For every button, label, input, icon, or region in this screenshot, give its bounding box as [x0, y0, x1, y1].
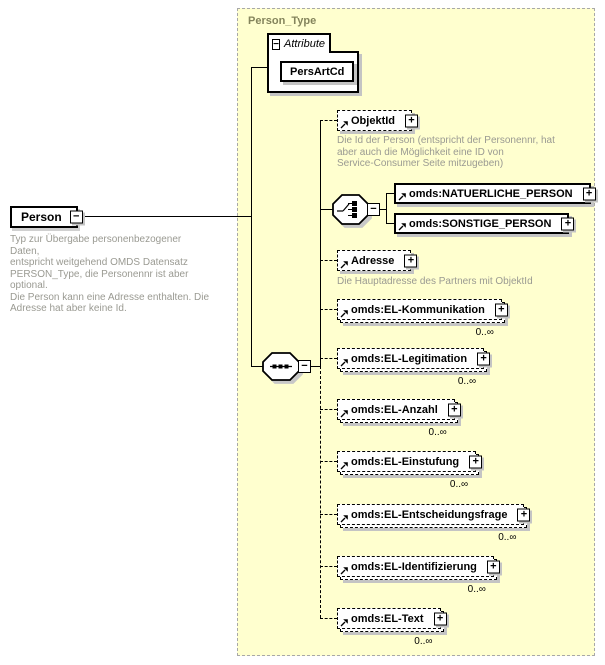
element-reference-icon	[340, 121, 348, 129]
element-objektid-label: ObjektId	[351, 114, 396, 127]
element-reference-icon	[340, 359, 348, 367]
attribute-group-label: Attribute	[284, 38, 325, 50]
connector-stub-text	[320, 618, 337, 619]
collapse-icon[interactable]: −	[367, 203, 380, 216]
element-el-entscheidungsfrage-label: omds:EL-Entscheidungsfrage	[351, 508, 508, 521]
objektid-annotation: Die Id der Person (entspricht der Person…	[337, 135, 555, 169]
element-el-identifizierung-label: omds:EL-Identifizierung	[351, 560, 477, 573]
element-el-text-label: omds:EL-Text	[351, 612, 424, 625]
collapse-icon[interactable]: −	[272, 38, 281, 50]
complextype-title: Person_Type	[248, 15, 317, 27]
element-reference-icon	[398, 193, 406, 201]
element-reference-icon	[340, 567, 348, 575]
connector-line	[251, 366, 264, 367]
expand-icon[interactable]: +	[447, 403, 461, 416]
occurrence-label: 0..∞	[475, 327, 494, 338]
element-person[interactable]: Person −	[10, 206, 83, 228]
connector-line	[251, 67, 267, 68]
element-adresse[interactable]: Adresse +	[337, 250, 418, 271]
connector-line	[386, 223, 394, 224]
expand-icon[interactable]: +	[582, 187, 596, 200]
element-sonstige-person-label: omds:SONSTIGE_PERSON	[409, 217, 552, 230]
element-reference-icon	[398, 223, 406, 231]
expand-icon[interactable]: +	[404, 254, 418, 267]
person-annotation: Typ zur Übergabe personenbezogener Daten…	[10, 234, 210, 314]
connector-stub-adresse	[320, 260, 337, 261]
element-natuerliche-person[interactable]: omds:NATUERLICHE_PERSON +	[394, 183, 596, 204]
element-objektid[interactable]: ObjektId +	[337, 110, 419, 131]
element-person-label: Person	[21, 210, 62, 224]
occurrence-label: 0..∞	[498, 532, 517, 543]
connector-line	[251, 67, 252, 366]
connector-stub-choice	[320, 209, 333, 210]
element-el-einstufung[interactable]: omds:EL-Einstufung + 0..∞	[337, 451, 483, 490]
element-reference-icon	[340, 619, 348, 627]
connector-stub-einstufung	[320, 461, 337, 462]
occurrence-label: 0..∞	[467, 584, 486, 595]
connector-stub-identifizierung	[320, 566, 337, 567]
element-el-kommunikation-label: omds:EL-Kommunikation	[351, 303, 485, 316]
expand-icon[interactable]: +	[469, 455, 483, 468]
expand-icon[interactable]: +	[433, 612, 447, 625]
attribute-persartcd[interactable]: PersArtCd	[280, 61, 355, 82]
expand-icon[interactable]: +	[517, 508, 531, 521]
element-el-text[interactable]: omds:EL-Text + 0..∞	[337, 608, 447, 647]
collapse-icon[interactable]: −	[69, 210, 83, 224]
connector-stub-anzahl	[320, 409, 337, 410]
expand-icon[interactable]: +	[486, 560, 500, 573]
expand-icon[interactable]: +	[405, 114, 419, 127]
element-el-entscheidungsfrage[interactable]: omds:EL-Entscheidungsfrage + 0..∞	[337, 504, 531, 543]
expand-icon[interactable]: +	[494, 303, 508, 316]
element-el-einstufung-label: omds:EL-Einstufung	[351, 455, 460, 468]
choice-connector-icon[interactable]	[332, 194, 369, 225]
collapse-icon[interactable]: −	[298, 360, 311, 373]
connector-stub-objektid	[320, 120, 337, 121]
element-reference-icon	[340, 515, 348, 523]
attribute-group-body: PersArtCd	[267, 51, 359, 93]
connector-line	[379, 209, 387, 210]
element-adresse-label: Adresse	[351, 254, 395, 267]
attribute-persartcd-label: PersArtCd	[290, 65, 345, 78]
connector-line	[386, 193, 387, 224]
element-reference-icon	[340, 410, 348, 418]
connector-line	[311, 366, 321, 367]
occurrence-label: 0..∞	[457, 376, 477, 387]
connector-stub-legitimation	[320, 358, 337, 359]
element-el-legitimation[interactable]: omds:EL-Legitimation + 0..∞	[337, 348, 491, 387]
element-el-legitimation-label: omds:EL-Legitimation	[351, 352, 468, 365]
connector-stub-kommunikation	[320, 309, 337, 310]
attribute-group: − Attribute PersArtCd	[267, 33, 359, 93]
element-sonstige-person[interactable]: omds:SONSTIGE_PERSON +	[394, 213, 575, 234]
occurrence-label: 0..∞	[449, 479, 469, 490]
occurrence-label: 0..∞	[428, 427, 447, 438]
adresse-annotation: Die Hauptadresse des Partners mit Objekt…	[337, 276, 533, 287]
connector-spine-required	[320, 120, 321, 366]
occurrence-label: 0..∞	[414, 636, 433, 647]
element-reference-icon	[340, 310, 348, 318]
connector-spine-optional	[320, 366, 321, 618]
connector-line	[386, 193, 394, 194]
element-natuerliche-person-label: omds:NATUERLICHE_PERSON	[409, 187, 573, 200]
connector-stub-entscheidungsfrage	[320, 514, 337, 515]
element-el-anzahl[interactable]: omds:EL-Anzahl + 0..∞	[337, 399, 461, 438]
sequence-connector-icon[interactable]	[262, 352, 300, 381]
expand-icon[interactable]: +	[477, 352, 491, 365]
element-reference-icon	[340, 261, 348, 269]
connector-line	[70, 216, 252, 217]
element-el-identifizierung[interactable]: omds:EL-Identifizierung + 0..∞	[337, 556, 500, 595]
expand-icon[interactable]: +	[561, 217, 575, 230]
element-el-kommunikation[interactable]: omds:EL-Kommunikation + 0..∞	[337, 299, 508, 338]
attribute-group-tab[interactable]: − Attribute	[267, 33, 331, 53]
element-reference-icon	[340, 462, 348, 470]
element-el-anzahl-label: omds:EL-Anzahl	[351, 403, 438, 416]
